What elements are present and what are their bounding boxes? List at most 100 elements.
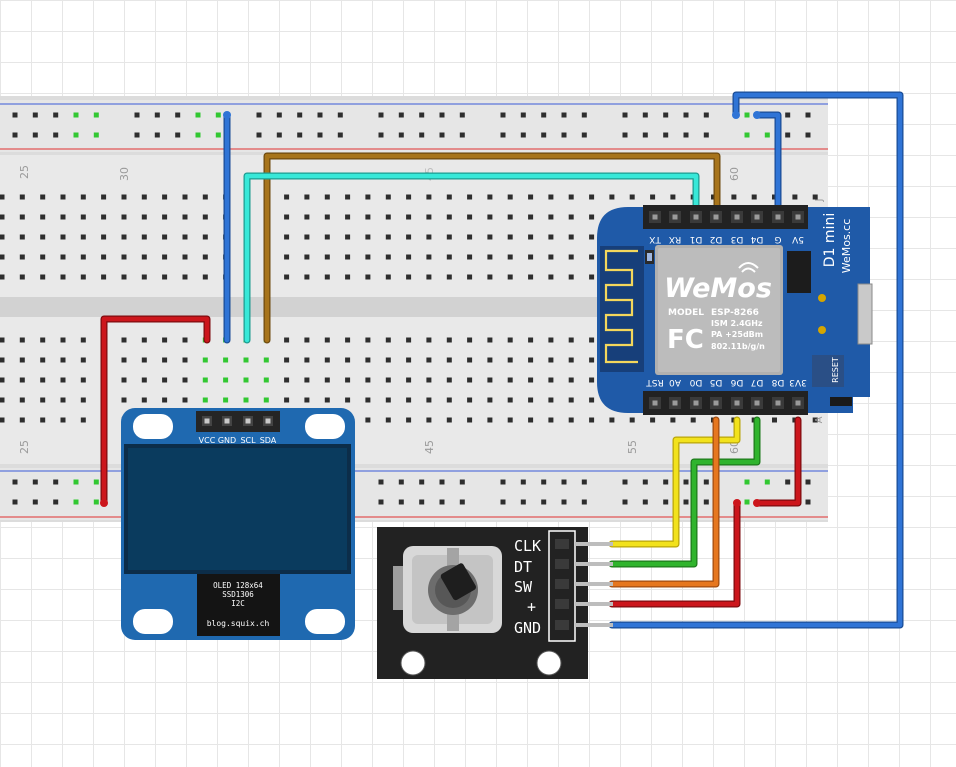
breadboard-hole (80, 194, 86, 200)
breadboard-hole (528, 357, 534, 363)
rail-hole (398, 112, 404, 118)
breadboard-hole (548, 214, 554, 220)
rail-hole (642, 132, 648, 138)
oled-pin-label-vcc: VCC (199, 436, 216, 445)
breadboard-hole (467, 194, 473, 200)
wemos-top-pin-label: D4 (750, 234, 763, 244)
wire-scl-brown[interactable] (263, 152, 721, 344)
wemos-spec-line-3: 802.11b/g/n (711, 342, 765, 351)
wire-clk-yellow[interactable] (608, 416, 741, 548)
breadboard-hole (426, 357, 432, 363)
wire-dt-green[interactable] (608, 416, 761, 568)
breadboard-hole (365, 377, 371, 383)
column-number-45-bottom: 45 (423, 440, 436, 454)
breadboard-hole (528, 274, 534, 280)
breadboard-hole (121, 397, 127, 403)
breadboard-hole (385, 194, 391, 200)
breadboard-hole (568, 194, 574, 200)
rail-hole (12, 112, 18, 118)
breadboard-hole (182, 337, 188, 343)
breadboard-hole (162, 194, 168, 200)
breadboard-hole (19, 337, 25, 343)
breadboard-hole (650, 417, 656, 423)
breadboard-hole (19, 417, 25, 423)
rail-hole (663, 112, 669, 118)
breadboard-hole (548, 194, 554, 200)
wire-gnd-blue-wemos[interactable] (753, 111, 782, 219)
encoder-pin-lead (575, 562, 613, 566)
rotary-encoder-module[interactable]: CLK DT SW + GND (377, 527, 613, 679)
breadboard-hole (528, 417, 534, 423)
breadboard-hole (345, 357, 351, 363)
wire-sda-cyan[interactable] (243, 172, 700, 344)
wemos-top-pin-label: RX (669, 234, 681, 244)
breadboard-hole (304, 377, 310, 383)
breadboard-hole (446, 234, 452, 240)
oled-module[interactable]: VCC GND SCL SDA OLED 128x64 SSD1306 I2C … (121, 408, 355, 640)
breadboard-hole (162, 214, 168, 220)
breadboard-hole (284, 274, 290, 280)
rail-hole (520, 132, 526, 138)
breadboard-hole (548, 274, 554, 280)
oled-header-pins (202, 416, 273, 426)
oled-flex-cable (197, 574, 280, 636)
wemos-pin-tip (652, 400, 658, 406)
breadboard-hole (141, 194, 147, 200)
breadboard-hole (467, 357, 473, 363)
rail-hole (500, 132, 506, 138)
wire-sw-orange[interactable] (608, 416, 720, 588)
breadboard-hole (40, 234, 46, 240)
oled-mount-hole-tr (305, 414, 345, 439)
rail-hole (419, 499, 425, 505)
breadboard-hole (507, 377, 513, 383)
wemos-top-pin-label: G (774, 234, 781, 244)
rail-hole (439, 112, 445, 118)
wire-vcc-red-oled[interactable] (100, 315, 211, 507)
rail-hole (419, 112, 425, 118)
rail-hole (53, 479, 59, 485)
breadboard-hole (589, 194, 595, 200)
breadboard-hole (548, 254, 554, 260)
rail-hole (703, 112, 709, 118)
breadboard-hole (19, 377, 25, 383)
rail-hole (785, 479, 791, 485)
wemos-pin-tip (672, 400, 678, 406)
rail-hole (764, 479, 770, 485)
breadboard-hole (60, 254, 66, 260)
oled-pin-tip (245, 418, 251, 424)
breadboard-hole (528, 397, 534, 403)
breadboard-hole (304, 214, 310, 220)
rail-hole (642, 499, 648, 505)
breadboard-hole (548, 397, 554, 403)
wire-3v3-red-rail[interactable] (753, 416, 802, 507)
reset-button[interactable] (830, 397, 852, 406)
endpoint-blue-oled-rail (223, 111, 231, 119)
breadboard-hole (426, 234, 432, 240)
wemos-antenna-trace (604, 249, 638, 364)
breadboard-hole (19, 357, 25, 363)
breadboard-hole (202, 397, 208, 403)
wemos-top-pin-label: 5V (791, 234, 804, 244)
breadboard-hole (284, 397, 290, 403)
breadboard-hole (80, 377, 86, 383)
breadboard-hole (589, 377, 595, 383)
breadboard-hole (487, 377, 493, 383)
rail-hole (297, 132, 303, 138)
rail-hole (419, 479, 425, 485)
wire-encoder-gnd-blue[interactable] (608, 91, 904, 629)
breadboard-hole (0, 377, 5, 383)
rail-hole (459, 132, 465, 138)
wemos-pin-tip (775, 400, 781, 406)
breadboard-hole (0, 357, 5, 363)
oled-header (196, 411, 280, 432)
breadboard-hole (0, 337, 5, 343)
breadboard-hole (304, 274, 310, 280)
breadboard-hole (548, 417, 554, 423)
breadboard-hole (568, 397, 574, 403)
wire-plus-red[interactable] (608, 499, 741, 608)
breadboard-hole (731, 194, 737, 200)
breadboard-hole (101, 234, 107, 240)
breadboard-hole (141, 357, 147, 363)
breadboard-hole (345, 194, 351, 200)
